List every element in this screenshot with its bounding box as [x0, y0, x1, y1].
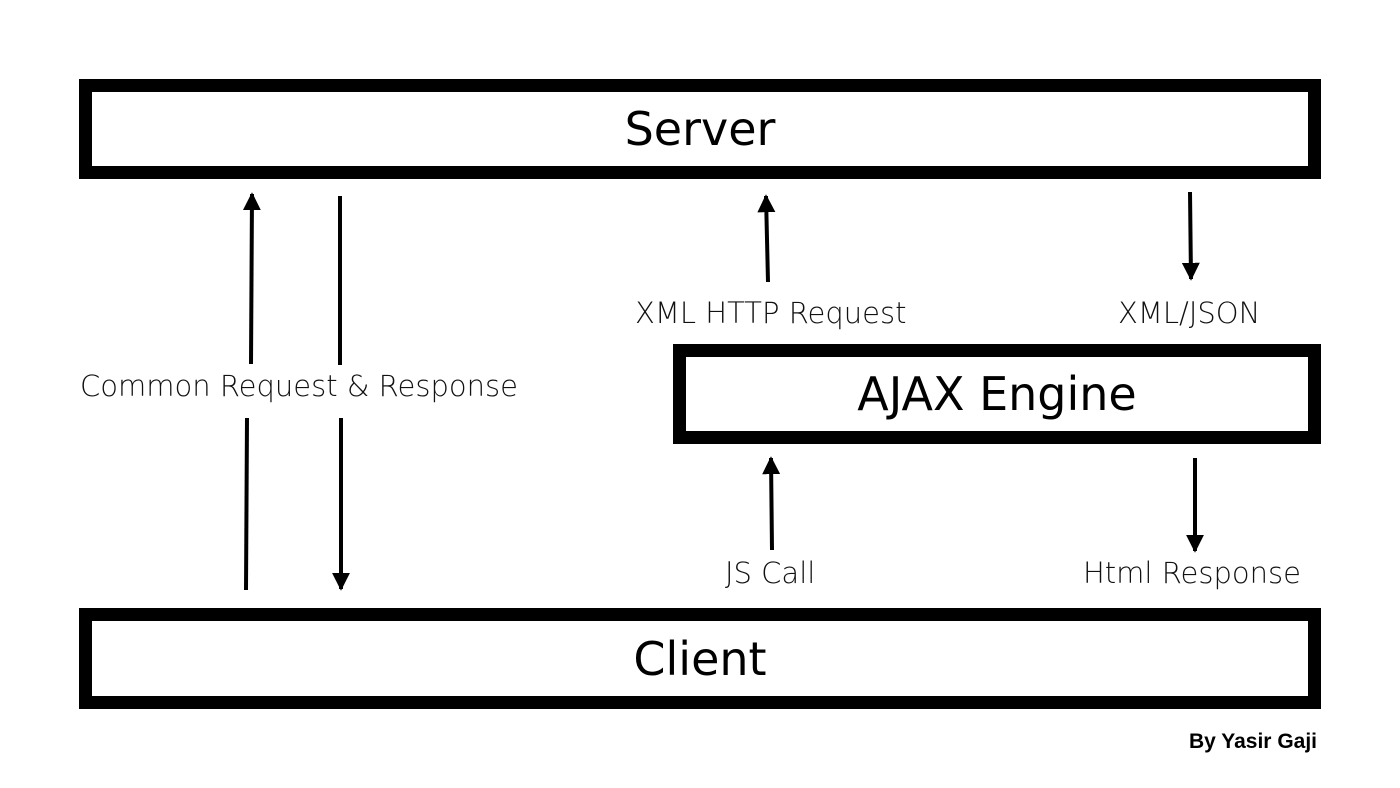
server-box: Server [79, 79, 1321, 179]
common-request-arrow-lower [244, 417, 249, 591]
json-arrow [1181, 191, 1200, 281]
xhr-arrow [757, 194, 776, 283]
client-label: Client [633, 631, 767, 686]
xml-http-request-label: XML HTTP Request [635, 296, 907, 330]
common-request-response-label: Common Request & Response [80, 369, 518, 403]
ajax-engine-box: AJAX Engine [673, 344, 1321, 444]
ajax-engine-label: AJAX Engine [857, 367, 1137, 421]
common-request-arrow-upper [242, 192, 261, 365]
xml-json-label: XML/JSON [1118, 296, 1261, 330]
client-box: Client [79, 608, 1321, 709]
server-label: Server [624, 102, 776, 156]
js-call-label: JS Call [725, 556, 816, 590]
author-credit: By Yasir Gaji [1188, 730, 1317, 753]
html-response-label: Html Response [1083, 556, 1301, 590]
jscall-arrow [762, 456, 781, 551]
